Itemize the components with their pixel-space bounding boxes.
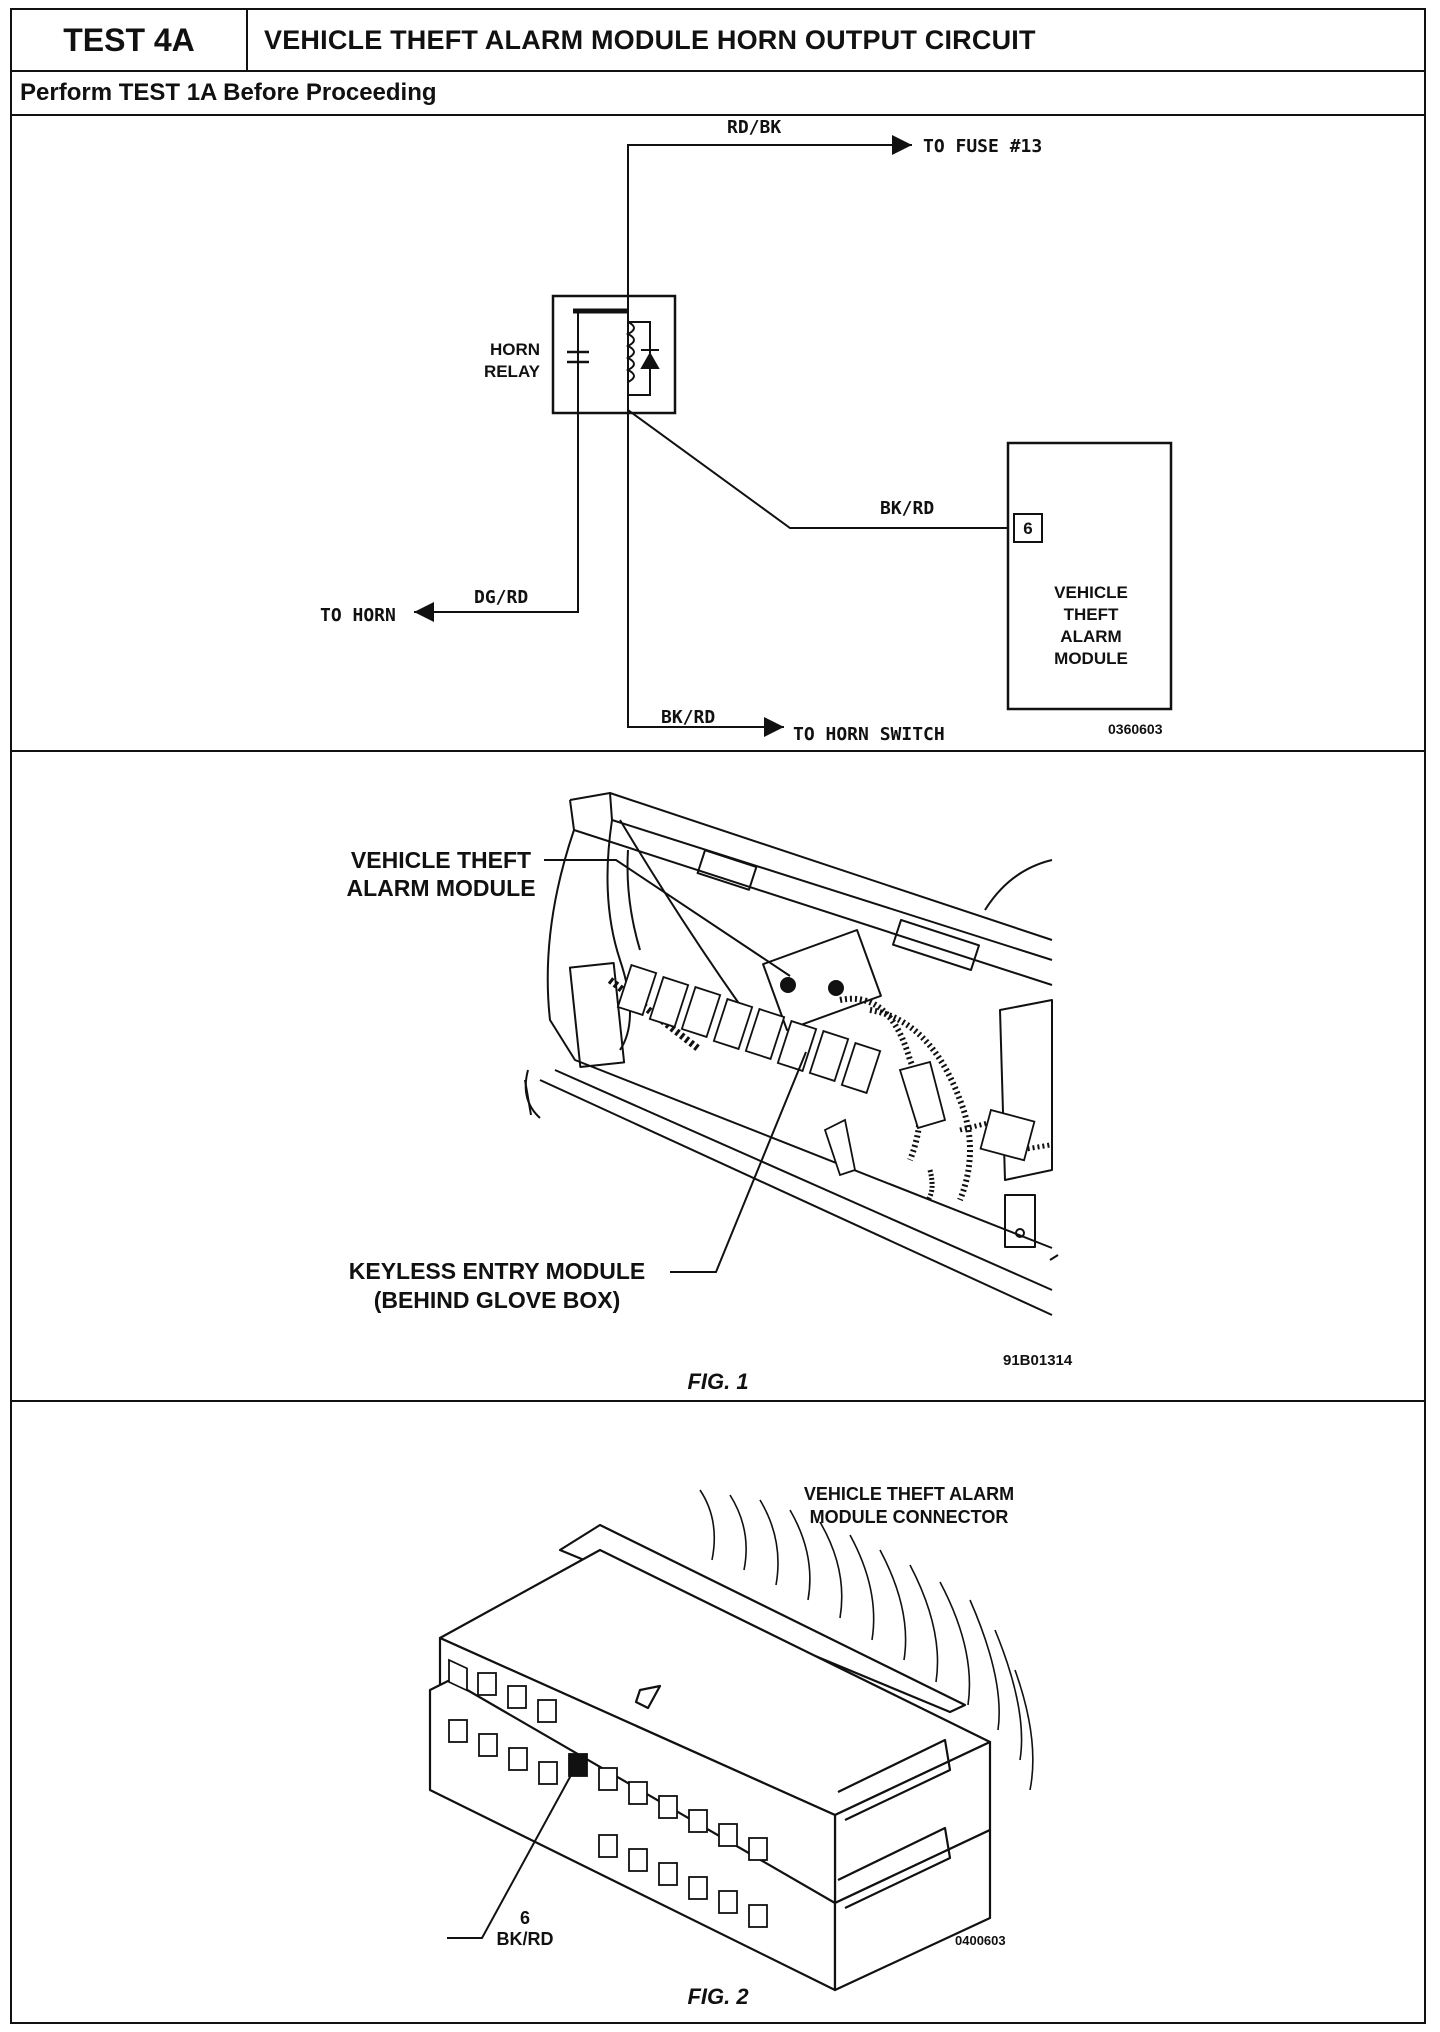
wire-harness-1 bbox=[607, 963, 1051, 1202]
vtam-callout: ALARM MODULE bbox=[346, 875, 535, 901]
wire-fan bbox=[699, 1489, 1034, 1791]
module-label: THEFT bbox=[1064, 605, 1119, 624]
divider bbox=[12, 114, 1424, 116]
pin-6-leader bbox=[447, 1765, 577, 1939]
vtam-callout: VEHICLE THEFT bbox=[351, 847, 531, 873]
schematic-code: 0360603 bbox=[1108, 721, 1163, 737]
module-label: MODULE bbox=[1054, 649, 1128, 668]
test-sheet: TEST 4A VEHICLE THEFT ALARM MODULE HORN … bbox=[10, 8, 1426, 2024]
wire-label-rd-bk: RD/BK bbox=[727, 117, 781, 138]
wire-rd-bk bbox=[627, 135, 912, 410]
wire-label-bk-rd: BK/RD bbox=[880, 498, 934, 519]
divider bbox=[12, 750, 1424, 752]
to-horn-label: TO HORN bbox=[320, 605, 396, 626]
test-id: TEST 4A bbox=[12, 10, 248, 70]
relay-coil bbox=[625, 321, 635, 383]
to-horn-switch-label: TO HORN SWITCH bbox=[793, 724, 945, 745]
wire-label-switch: BK/RD bbox=[661, 707, 715, 728]
pin-6-box bbox=[1013, 513, 1043, 543]
wire-bk-rd-switch bbox=[627, 410, 784, 737]
pin-number-callout: 6 bbox=[520, 1908, 530, 1928]
relay-diode bbox=[640, 351, 660, 369]
horn-relay-box bbox=[551, 294, 677, 415]
wire-bk-rd-module bbox=[627, 409, 1008, 529]
wire-dg-rd bbox=[414, 412, 579, 622]
wire-label-dg-rd: DG/RD bbox=[474, 587, 528, 608]
keyless-callout: KEYLESS ENTRY MODULE bbox=[349, 1258, 645, 1284]
module-label: VEHICLE bbox=[1054, 583, 1128, 602]
divider bbox=[12, 1400, 1424, 1402]
connector-callout: MODULE CONNECTOR bbox=[810, 1507, 1009, 1527]
dashboard-illustration bbox=[524, 792, 1059, 1316]
module-label: ALARM bbox=[1060, 627, 1121, 646]
header-row: TEST 4A VEHICLE THEFT ALARM MODULE HORN … bbox=[12, 10, 1424, 72]
connector-callout: VEHICLE THEFT ALARM bbox=[804, 1484, 1014, 1504]
vtam-box bbox=[1006, 441, 1173, 711]
to-fuse-label: TO FUSE #13 bbox=[923, 136, 1042, 157]
keyless-callout: (BEHIND GLOVE BOX) bbox=[374, 1287, 621, 1313]
pin-number: 6 bbox=[1023, 519, 1032, 538]
fig1-code: 91B01314 bbox=[1003, 1352, 1073, 1369]
relay-label: HORN bbox=[490, 340, 540, 359]
fig1-leaders bbox=[544, 859, 807, 1273]
fig2-code: 0400603 bbox=[955, 1933, 1006, 1948]
prerequisite-note: Perform TEST 1A Before Proceeding bbox=[20, 79, 437, 106]
connector-cavities bbox=[448, 1658, 768, 1928]
page-title: VEHICLE THEFT ALARM MODULE HORN OUTPUT C… bbox=[264, 24, 1036, 55]
fig2-caption: FIG. 2 bbox=[687, 1984, 749, 2009]
relay-label: RELAY bbox=[484, 362, 541, 381]
fig1-caption: FIG. 1 bbox=[687, 1369, 748, 1394]
pin-wire-callout: BK/RD bbox=[497, 1929, 554, 1949]
wiring-schematic bbox=[414, 135, 1173, 737]
